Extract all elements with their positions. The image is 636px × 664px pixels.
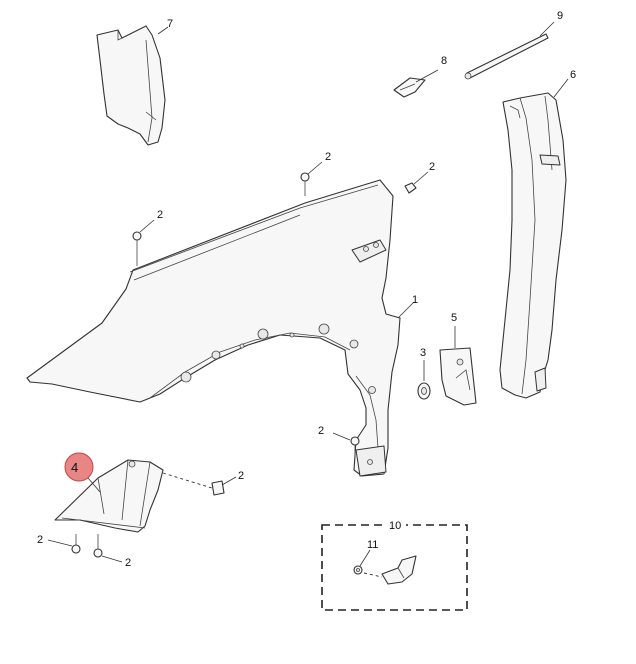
callout-10: 10 [389, 520, 401, 532]
kit-clip[interactable] [381, 555, 417, 585]
fastener-bottom[interactable] [350, 436, 360, 458]
fastener-top-left[interactable] [132, 231, 142, 266]
callout-2-bracket-right: 2 [238, 470, 244, 482]
callout-2-left: 2 [157, 209, 163, 221]
insulator-rear[interactable] [96, 25, 166, 146]
kit-fastener[interactable] [353, 565, 363, 575]
fastener-bracket-center[interactable] [93, 534, 103, 558]
insulator-front[interactable] [499, 92, 567, 399]
kit-box [321, 524, 468, 611]
fastener-bracket-right[interactable] [211, 480, 225, 496]
callout-4: 4 [71, 460, 78, 475]
callout-5: 5 [451, 312, 457, 324]
fender[interactable] [26, 179, 401, 477]
callout-11: 11 [367, 539, 378, 551]
callout-7: 7 [167, 18, 173, 30]
callout-2-bracket-left: 2 [37, 534, 43, 546]
callout-3: 3 [420, 347, 426, 359]
kit-label-bg [384, 518, 406, 532]
callout-6: 6 [570, 69, 576, 81]
callout-9: 9 [557, 10, 563, 22]
clip[interactable] [393, 77, 426, 98]
callout-2-right: 2 [429, 161, 435, 173]
bracket[interactable] [54, 459, 164, 533]
callout-2-top: 2 [325, 151, 331, 163]
trim-strip[interactable] [464, 33, 549, 80]
nut[interactable] [417, 382, 431, 400]
callout-8: 8 [441, 55, 447, 67]
highlight-marker [64, 452, 94, 482]
fastener-top-center[interactable] [300, 172, 310, 196]
fastener-bracket-left[interactable] [71, 534, 81, 554]
fastener-top-right[interactable] [404, 182, 417, 194]
callout-2-bracket-center: 2 [125, 557, 131, 569]
callout-1: 1 [412, 294, 418, 306]
callout-2-bottom: 2 [318, 425, 324, 437]
seal[interactable] [439, 347, 477, 406]
